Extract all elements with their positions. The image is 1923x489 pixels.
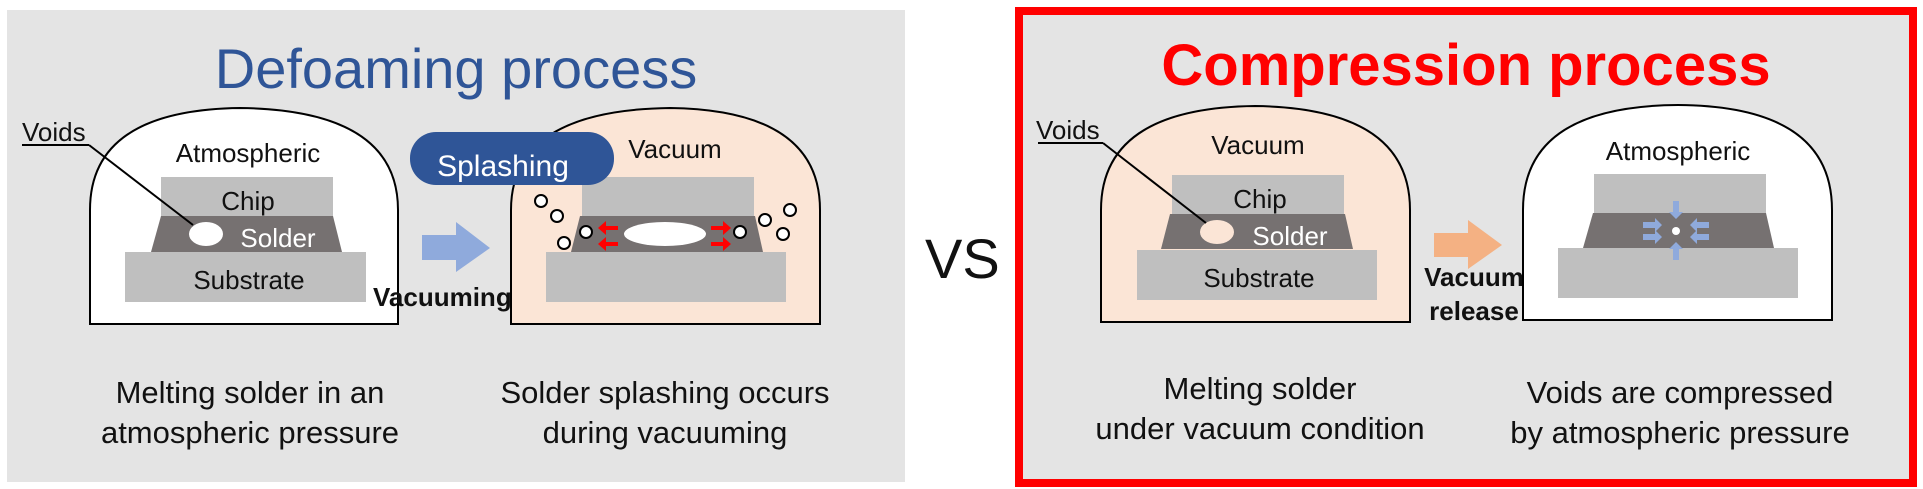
voids-label: Voids xyxy=(22,117,86,147)
caption-line: during vacuuming xyxy=(542,415,788,450)
arrow-right-icon xyxy=(1434,220,1502,269)
arrow-right-icon xyxy=(422,222,490,272)
solder-label: Solder xyxy=(240,223,315,253)
splash-droplets xyxy=(534,194,797,250)
vacuum-release-label-2: release xyxy=(1429,296,1519,326)
substrate-block xyxy=(1137,250,1377,300)
chip-block xyxy=(161,177,333,216)
compression-arrows xyxy=(1643,201,1709,260)
vacuuming-label: Vacuuming xyxy=(373,282,512,312)
caption-line: atmospheric pressure xyxy=(100,415,400,450)
compression-title: Compression process xyxy=(1161,33,1771,98)
splashing-label: Splashing xyxy=(437,150,569,183)
compressed-void xyxy=(1672,227,1680,235)
void-bubble xyxy=(1200,220,1234,244)
substrate-block xyxy=(125,252,366,302)
caption-step3: Melting solder under vacuum condition xyxy=(1070,369,1450,449)
void-bubble xyxy=(624,222,706,246)
splash-arrows xyxy=(598,221,731,251)
substrate-label: Substrate xyxy=(193,265,304,295)
voids-label: Voids xyxy=(1036,115,1100,145)
vs-label: VS xyxy=(925,227,1000,290)
caption-line: Melting solder xyxy=(1163,371,1357,406)
chamber-label: Vacuum xyxy=(628,134,721,164)
voids-leader-line xyxy=(88,144,194,226)
chip-label: Chip xyxy=(1233,184,1286,214)
caption-line: Melting solder in an xyxy=(115,375,385,410)
substrate-label: Substrate xyxy=(1203,263,1314,293)
chip-label: Chip xyxy=(221,186,274,216)
caption-step4: Voids are compressed by atmospheric pres… xyxy=(1480,373,1880,453)
vacuum-release-label-1: Vacuum xyxy=(1424,262,1524,292)
chamber-label: Vacuum xyxy=(1211,130,1304,160)
chip-block xyxy=(1594,174,1766,213)
caption-line: Solder splashing occurs xyxy=(500,375,830,410)
chamber-label: Atmospheric xyxy=(176,138,321,168)
splashing-badge xyxy=(410,132,614,185)
voids-leader-line xyxy=(1102,142,1207,224)
chamber-label: Atmospheric xyxy=(1606,136,1751,166)
solder-label: Solder xyxy=(1252,221,1327,251)
void-bubble xyxy=(189,222,223,246)
caption-step2: Solder splashing occurs during vacuuming xyxy=(470,373,860,453)
caption-line: under vacuum condition xyxy=(1095,411,1425,446)
caption-line: by atmospheric pressure xyxy=(1510,415,1850,450)
chip-block xyxy=(582,177,754,216)
caption-line: Voids are compressed xyxy=(1526,375,1834,410)
chip-block xyxy=(1172,175,1344,214)
defoaming-title: Defoaming process xyxy=(214,37,698,100)
substrate-block xyxy=(546,252,786,302)
caption-step1: Melting solder in an atmospheric pressur… xyxy=(60,373,440,453)
